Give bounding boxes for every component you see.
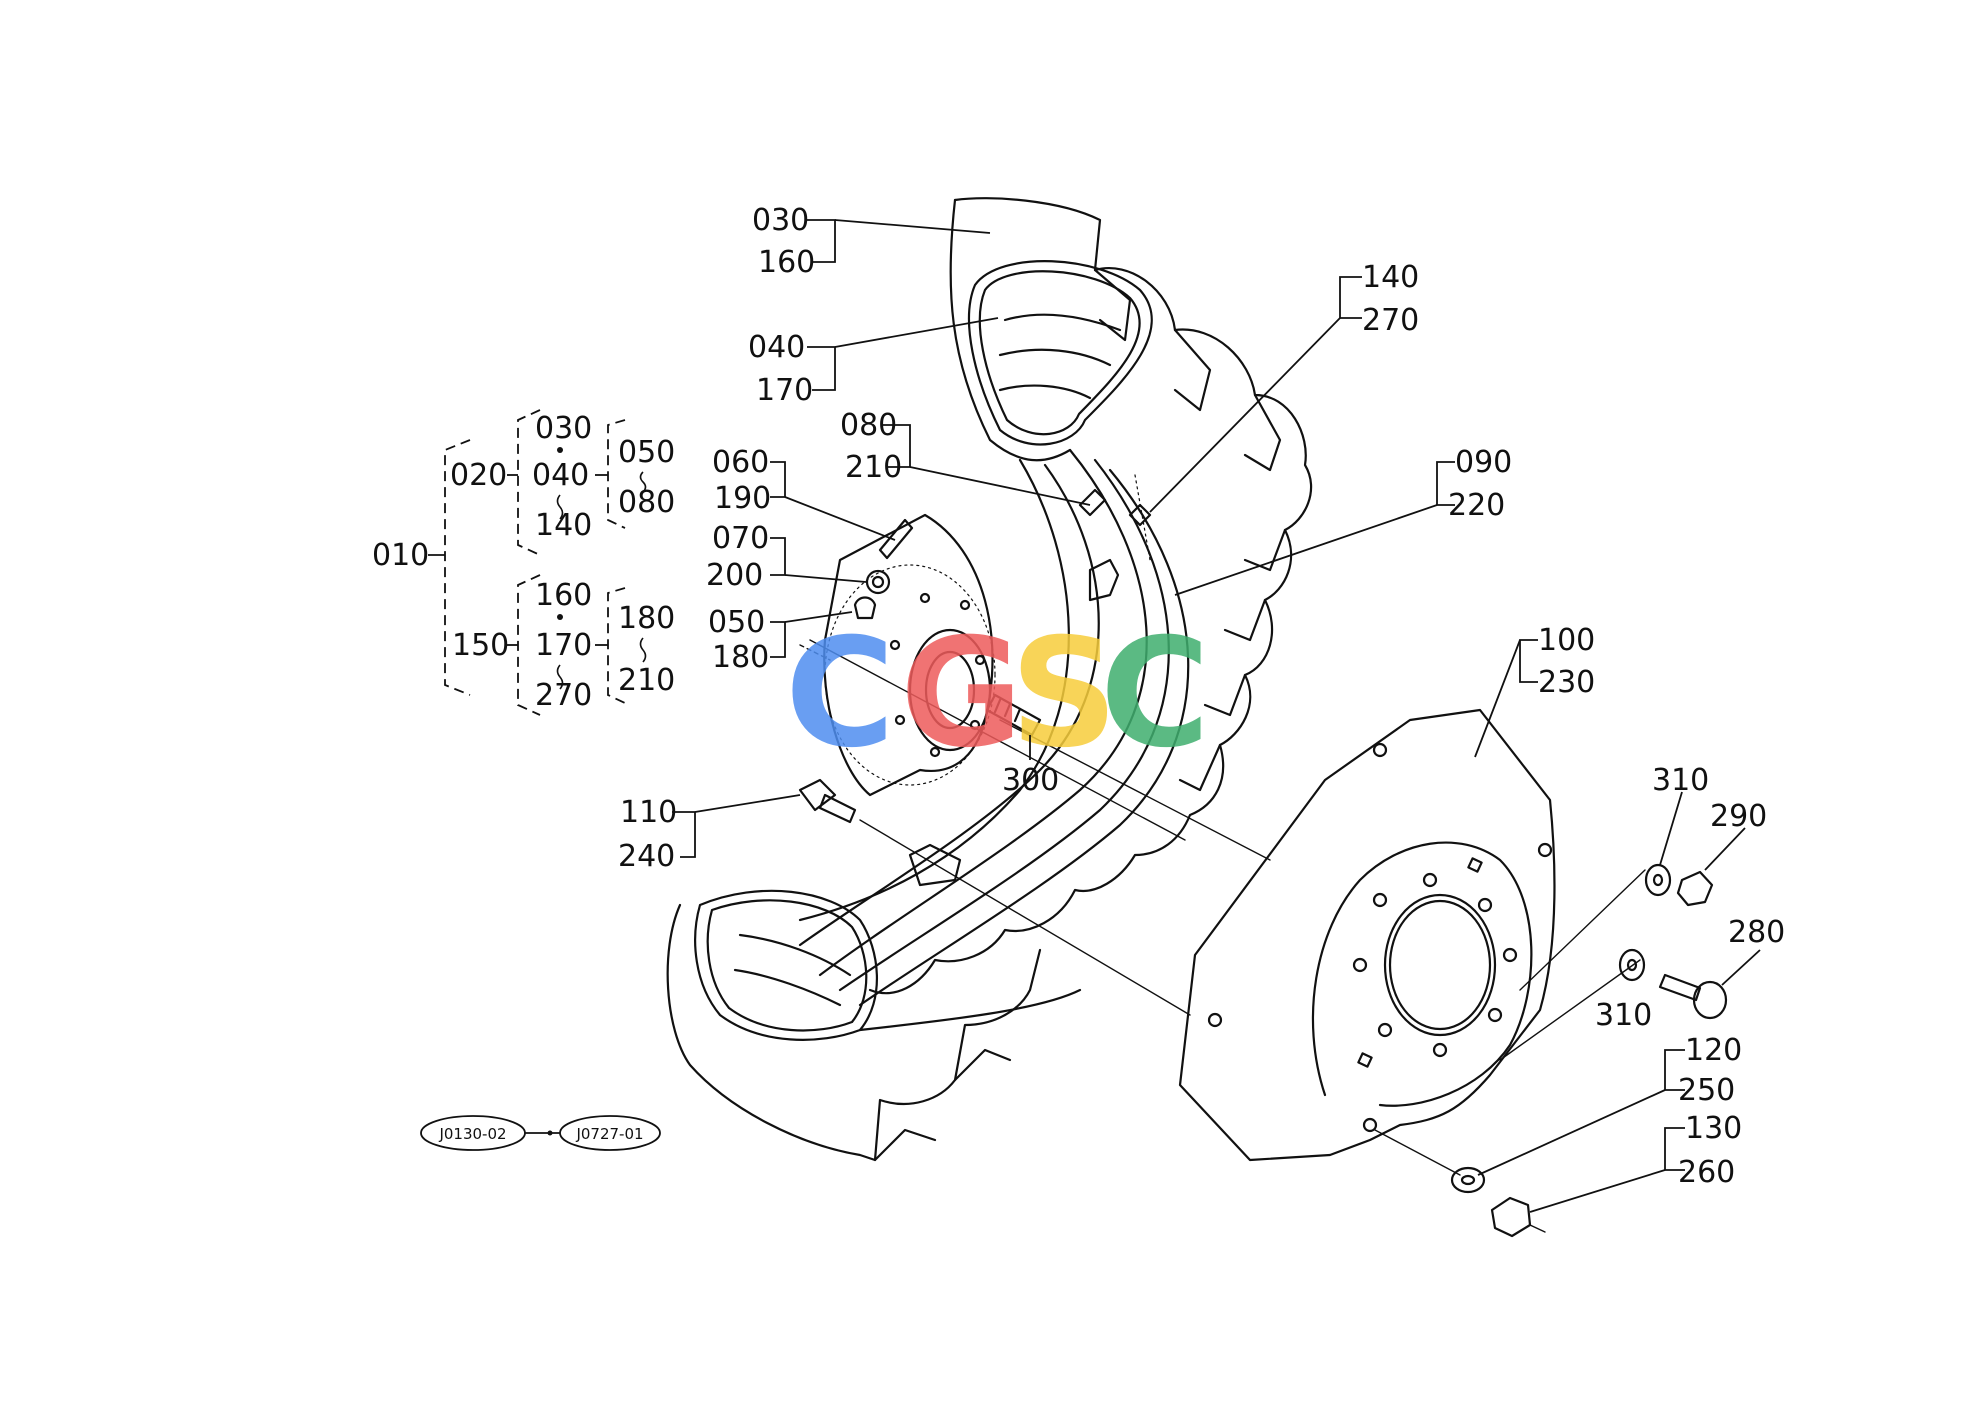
nut-070 <box>865 569 891 595</box>
watermark-letter-g: G <box>900 607 1023 781</box>
tree-item-050: 050 <box>618 435 675 470</box>
leader-lines <box>672 219 1761 1213</box>
tree-item-160: 160 <box>535 578 592 613</box>
callout-240: 240 <box>618 839 675 874</box>
stud <box>985 693 1042 737</box>
lug-1 <box>1093 268 1132 342</box>
callout-210: 210 <box>845 450 902 485</box>
callout-labels: 030 160 040 170 140 270 080 210 060 190 … <box>618 203 1785 1190</box>
tree-item-170: 170 <box>535 628 592 663</box>
callout-120: 120 <box>1685 1033 1742 1068</box>
svg-text:J0727-01: J0727-01 <box>575 1125 643 1143</box>
tire-lower-cut-2 <box>706 899 868 1032</box>
nut-130 <box>1490 1196 1532 1238</box>
lug-l1 <box>873 1128 937 1162</box>
callout-260: 260 <box>1678 1155 1735 1190</box>
hub-bore <box>908 628 992 752</box>
lug-4 <box>1243 528 1287 572</box>
svg-text:J0130-02: J0130-02 <box>438 1125 506 1143</box>
tire-rim-inner-2 <box>838 458 1170 992</box>
callout-180: 180 <box>712 640 769 675</box>
callout-030: 030 <box>752 203 809 238</box>
spacer-plate-rim <box>1311 841 1533 1107</box>
tire-lower-outer <box>666 903 1042 1162</box>
tree-root-010: 010 <box>372 538 429 573</box>
callout-070: 070 <box>712 521 769 556</box>
clamp-top <box>1088 558 1120 602</box>
washer-120 <box>1450 1166 1486 1194</box>
callout-130: 130 <box>1685 1111 1742 1146</box>
watermark-letter-s: S <box>1010 607 1118 781</box>
tree-item-140: 140 <box>535 508 592 543</box>
watermark: C G S C <box>785 607 1210 781</box>
callout-230: 230 <box>1538 665 1595 700</box>
spacer-bore <box>1383 893 1497 1037</box>
callout-290: 290 <box>1710 799 1767 834</box>
nut-290 <box>1676 870 1714 907</box>
valve-060 <box>878 518 914 560</box>
hub-plate <box>823 513 994 797</box>
callout-200: 200 <box>706 558 763 593</box>
tree-item-180: 180 <box>618 601 675 636</box>
callout-170: 170 <box>756 373 813 408</box>
lug-6 <box>1203 673 1247 717</box>
cap-050 <box>853 596 877 620</box>
tire-upper-inner-cut-2 <box>978 270 1141 436</box>
tire-rim-inner-1 <box>798 463 1100 947</box>
callout-100: 100 <box>1538 623 1595 658</box>
tree-item-270: 270 <box>535 678 592 713</box>
lug-3 <box>1243 393 1282 472</box>
clamp-bottom <box>908 843 962 887</box>
callout-140: 140 <box>1362 260 1419 295</box>
callout-050: 050 <box>708 605 765 640</box>
reference-badges: J0130-02 J0727-01 <box>420 1115 661 1151</box>
callout-310-bottom: 310 <box>1595 998 1652 1033</box>
callout-090: 090 <box>1455 445 1512 480</box>
callout-310-top: 310 <box>1652 763 1709 798</box>
lug-2 <box>1173 328 1212 412</box>
callout-220: 220 <box>1448 488 1505 523</box>
lug-l2 <box>953 1048 1012 1082</box>
tire-upper-side <box>949 198 1072 462</box>
tire-lower-cut <box>694 889 878 1041</box>
assembly-tree: 010 020 030 040 140 050 080 150 160 170 … <box>372 409 675 716</box>
lug-5 <box>1223 598 1267 642</box>
callout-110: 110 <box>620 795 677 830</box>
tire-lower-side <box>858 988 1082 1032</box>
bolt-280 <box>1658 973 1702 1002</box>
lug-7 <box>1178 743 1222 792</box>
callout-060: 060 <box>712 445 769 480</box>
tree-item-040: 040 <box>532 458 589 493</box>
wheel-disc <box>798 458 1070 922</box>
callout-190: 190 <box>714 481 771 516</box>
tree-item-030: 030 <box>535 411 592 446</box>
tire-rim-inner-3 <box>858 468 1190 1007</box>
spacer-plate <box>1178 708 1556 1162</box>
wheel-drawing <box>666 197 1728 1238</box>
tree-group-150: 150 <box>452 628 509 663</box>
washer-310a <box>1644 863 1672 897</box>
watermark-letter-c1: C <box>785 607 895 781</box>
callout-270: 270 <box>1362 303 1419 338</box>
ref-badge-2 <box>559 1115 661 1151</box>
callout-300: 300 <box>1002 763 1059 798</box>
tire-rim-outer <box>818 448 1148 977</box>
tire-upper-inner-cut <box>967 260 1153 446</box>
watermark-letter-c2: C <box>1100 607 1210 781</box>
valve <box>1078 488 1107 517</box>
callout-280: 280 <box>1728 915 1785 950</box>
bolt-110 <box>798 778 837 812</box>
tree-item-210: 210 <box>618 663 675 698</box>
callout-040: 040 <box>748 330 805 365</box>
callout-250: 250 <box>1678 1073 1735 1108</box>
tree-item-080: 080 <box>618 485 675 520</box>
tree-group-020: 020 <box>450 458 507 493</box>
callout-160: 160 <box>758 245 815 280</box>
washer-310b <box>1618 948 1646 982</box>
callout-080: 080 <box>840 408 897 443</box>
